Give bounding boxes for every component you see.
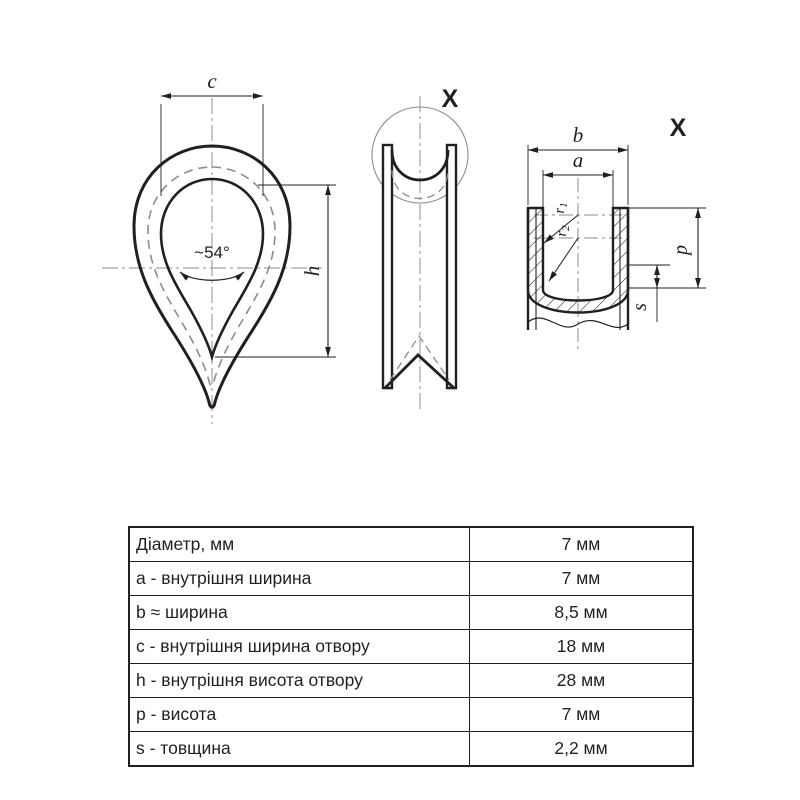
value-cell: 8,5 мм (469, 595, 694, 630)
radius-r2: r2 (548, 225, 579, 282)
value-cell: 18 мм (469, 629, 694, 664)
parameter-cell: a - внутрішня ширина (128, 561, 470, 596)
apex-angle-arc (179, 271, 245, 281)
dimension-a: a (542, 148, 614, 208)
dimension-s-label: s (629, 303, 651, 311)
dimension-b-label: b (573, 123, 584, 147)
detail-x-flange-walls (526, 208, 630, 330)
side-view-left-flange (381, 143, 394, 390)
detail-x-view: X b (526, 114, 706, 350)
detail-x-break-line (527, 317, 629, 329)
dimension-c-label: c (207, 69, 217, 93)
drawing-svg: ~54° c h X (102, 69, 706, 424)
technical-drawing-area: ~54° c h X (102, 69, 706, 424)
value-cell: 2,2 мм (469, 731, 694, 767)
dimension-p: p (628, 207, 706, 289)
radius-r2-label: r2 (554, 225, 572, 237)
dimension-p-label: p (670, 245, 692, 257)
dimension-s: s (628, 264, 670, 322)
value-cell: 28 мм (469, 663, 694, 698)
side-view-groove-top-dashed (391, 169, 449, 200)
dimension-a-label: a (573, 148, 584, 172)
parameter-cell: c - внутрішня ширина отвору (128, 629, 470, 664)
dimension-b: b (527, 123, 629, 205)
dimension-c: c (160, 69, 264, 196)
side-view-bottom-v (384, 353, 455, 390)
detail-x-title: X (670, 114, 687, 142)
detail-callout-circle (371, 106, 469, 204)
side-view-groove-top (390, 149, 450, 182)
parameter-cell: h - внутрішня висота отвору (128, 663, 470, 698)
thimble-outer-contour (132, 144, 292, 409)
side-view: X (371, 85, 469, 412)
parameter-cell: b ≈ ширина (128, 595, 470, 630)
side-view-bottom-v-dashed (389, 334, 450, 381)
radius-r1-label: r1 (552, 202, 570, 213)
side-view-right-flange (445, 143, 458, 390)
parameter-cell: p - висота (128, 697, 470, 732)
front-view: ~54° c h (102, 69, 336, 424)
apex-angle-label: ~54° (194, 243, 230, 262)
detail-callout-x-label: X (442, 85, 459, 113)
dimension-h: h (215, 184, 336, 358)
dimension-h-label: h (300, 266, 324, 277)
thimble-groove-dashed-contour (147, 166, 276, 387)
value-cell: 7 мм (469, 561, 694, 596)
parameter-cell: s - товщина (128, 731, 470, 767)
parameter-cell: Діаметр, мм (128, 526, 470, 562)
value-cell: 7 мм (469, 526, 694, 562)
radius-r1: r1 (543, 202, 579, 244)
thimble-inner-contour (159, 177, 265, 362)
front-view-centerlines (102, 98, 322, 424)
value-cell: 7 мм (469, 697, 694, 732)
